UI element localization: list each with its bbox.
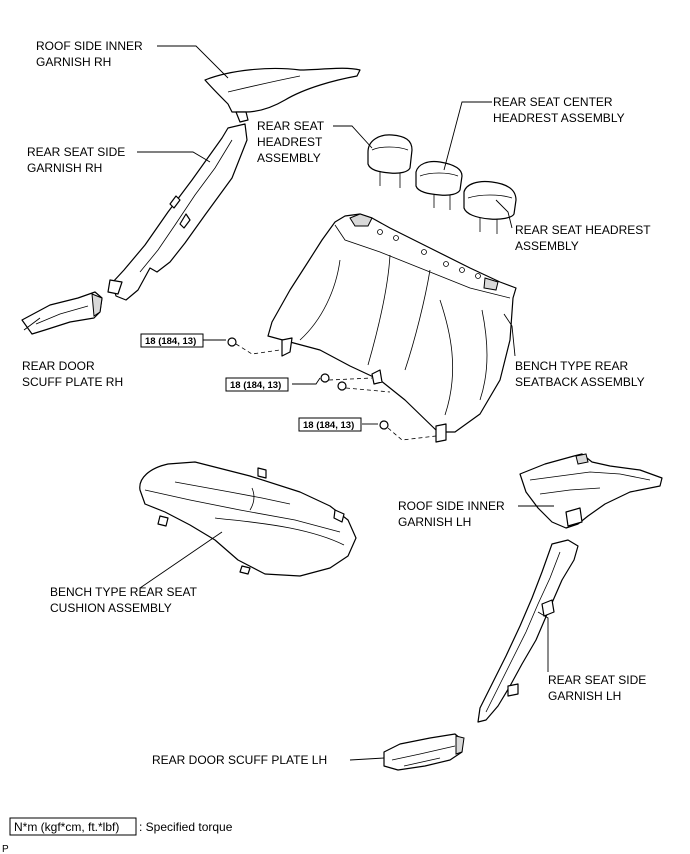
- legend: N*m (kgf*cm, ft.*lbf) : Specified torque: [9, 817, 233, 836]
- bolt-1: [227, 337, 281, 355]
- label-rear-seat-headrest-line1: REAR SEAT: [257, 119, 325, 133]
- label-rear-door-scuff-plate-lh: REAR DOOR SCUFF PLATE LH: [152, 753, 327, 767]
- torque-box-1: 18 (184, 13): [140, 333, 204, 348]
- label-rear-seat-side-garnish-lh-line2: GARNISH LH: [548, 689, 621, 703]
- label-rear-seat-headrest-right-line2: ASSEMBLY: [515, 239, 579, 253]
- label-rear-seat-side-garnish-rh-line1: REAR SEAT SIDE: [27, 145, 125, 159]
- roof-side-inner-garnish-lh: [519, 453, 663, 529]
- bolt-2: [320, 373, 391, 393]
- bench-type-rear-seatback-assembly: [267, 213, 517, 443]
- rear-seat-side-garnish-lh: [477, 539, 579, 723]
- legend-description: : Specified torque: [139, 820, 233, 834]
- rear-seat-center-headrest-assembly: [415, 160, 463, 210]
- corner-mark: P: [2, 844, 9, 854]
- label-bench-cushion-line2: CUSHION ASSEMBLY: [50, 601, 172, 615]
- rear-seat-side-garnish-rh: [107, 123, 248, 301]
- rear-door-scuff-plate-rh: [21, 291, 103, 335]
- rear-door-scuff-plate-lh: [383, 733, 465, 771]
- rear-seat-headrest-assembly-right: [463, 180, 517, 234]
- label-rear-door-scuff-plate-rh-line2: SCUFF PLATE RH: [22, 375, 123, 389]
- label-rear-seat-side-garnish-rh-line2: GARNISH RH: [27, 161, 102, 175]
- legend-unit-box: N*m (kgf*cm, ft.*lbf): [14, 820, 119, 834]
- label-bench-seatback-line1: BENCH TYPE REAR: [515, 359, 628, 373]
- bench-type-rear-seat-cushion-assembly: [139, 461, 357, 577]
- label-roof-side-inner-garnish-lh-line2: GARNISH LH: [398, 515, 471, 529]
- label-rear-seat-headrest-line3: ASSEMBLY: [257, 151, 321, 165]
- torque-value-3: 18 (184, 13): [303, 420, 354, 431]
- label-roof-side-inner-garnish-rh-line1: ROOF SIDE INNER: [36, 39, 143, 53]
- rear-seat-headrest-assembly-left: [367, 134, 413, 188]
- torque-box-2: 18 (184, 13): [225, 377, 289, 392]
- label-center-headrest-line1: REAR SEAT CENTER: [493, 95, 613, 109]
- label-rear-door-scuff-plate-rh-line1: REAR DOOR: [22, 359, 95, 373]
- label-bench-cushion-line1: BENCH TYPE REAR SEAT: [50, 585, 198, 599]
- bolt-3: [379, 420, 437, 441]
- roof-side-inner-garnish-rh: [204, 67, 361, 123]
- label-roof-side-inner-garnish-lh-line1: ROOF SIDE INNER: [398, 499, 505, 513]
- label-roof-side-inner-garnish-rh-line2: GARNISH RH: [36, 55, 111, 69]
- label-bench-seatback-line2: SEATBACK ASSEMBLY: [515, 375, 645, 389]
- label-rear-seat-headrest-line2: HEADREST: [257, 135, 323, 149]
- torque-value-1: 18 (184, 13): [145, 336, 196, 347]
- torque-value-2: 18 (184, 13): [230, 380, 281, 391]
- label-rear-seat-headrest-right-line1: REAR SEAT HEADREST: [515, 223, 651, 237]
- torque-box-3: 18 (184, 13): [298, 417, 362, 432]
- label-rear-seat-side-garnish-lh-line1: REAR SEAT SIDE: [548, 673, 646, 687]
- leader-lines: [23, 45, 554, 761]
- label-center-headrest-line2: HEADREST ASSEMBLY: [493, 111, 625, 125]
